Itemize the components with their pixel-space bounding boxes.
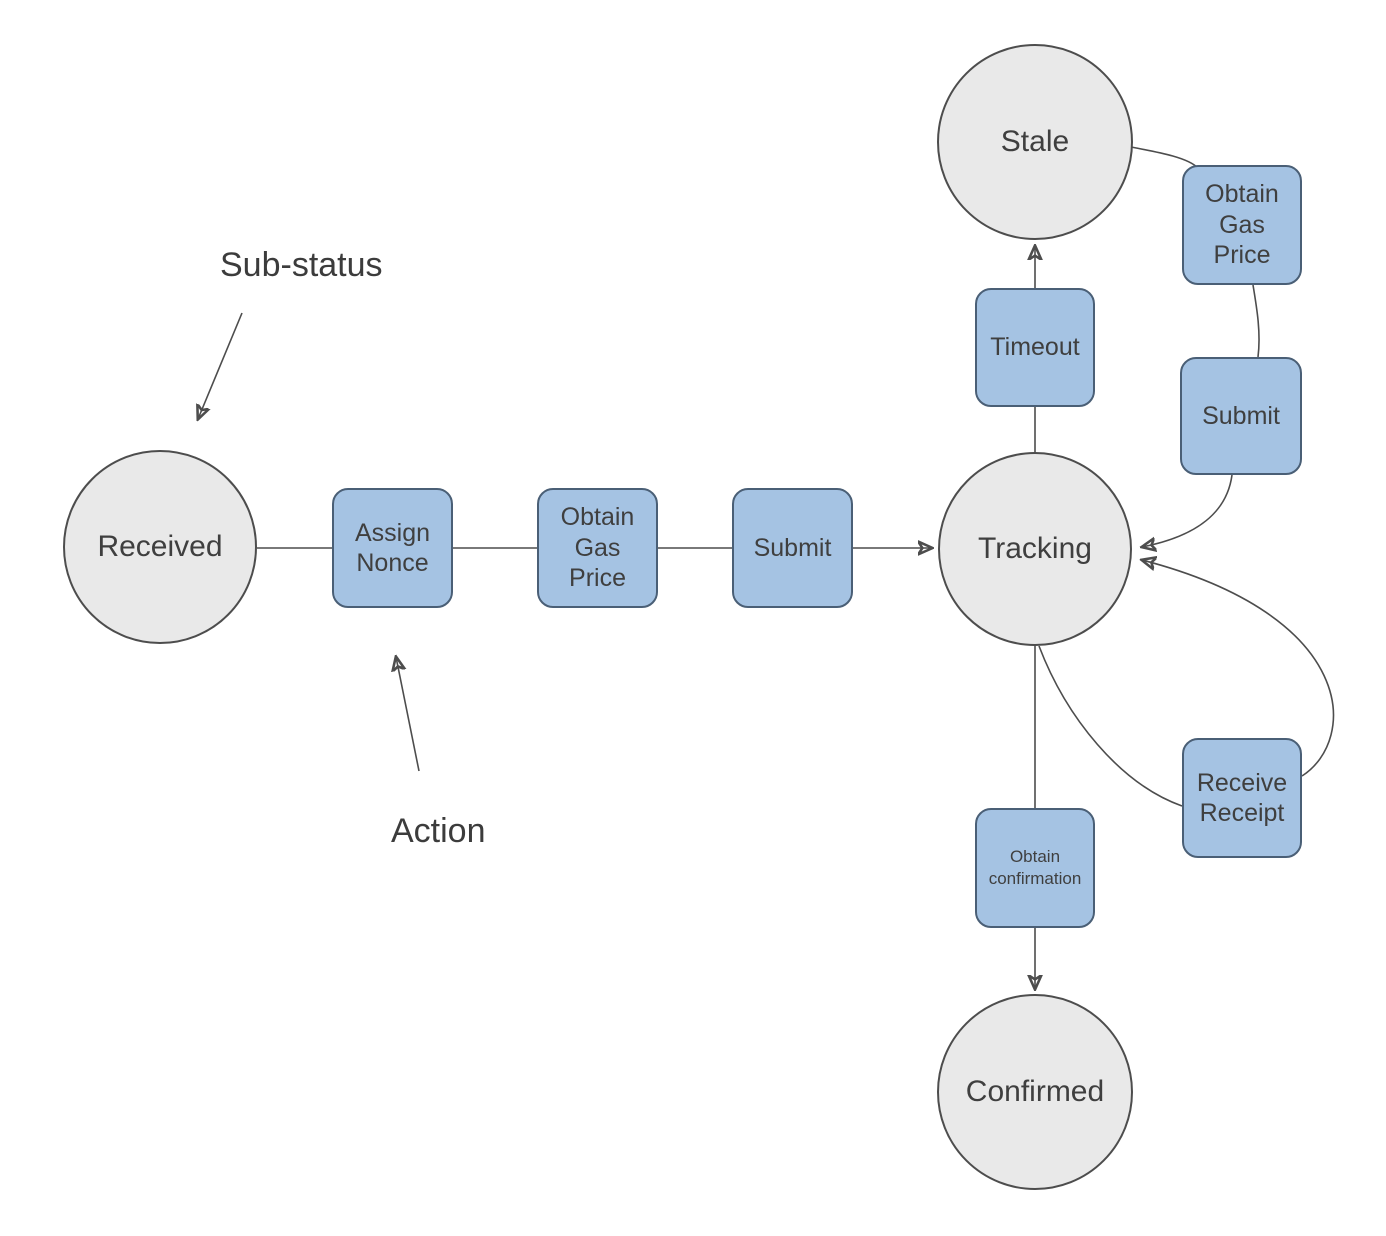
- edge-tracking-to-receive-receipt: [1038, 645, 1183, 807]
- action-obtain-gas-price-retry: Obtain Gas Price: [1182, 165, 1302, 285]
- action-receive-receipt: Receive Receipt: [1182, 738, 1302, 858]
- state-received: Received: [63, 450, 257, 644]
- edge-obtain-gas-price-retry-to-submit-retry: [1252, 284, 1260, 358]
- state-confirmed: Confirmed: [937, 994, 1133, 1190]
- action-timeout: Timeout: [975, 288, 1095, 407]
- state-tracking-label: Tracking: [978, 532, 1092, 565]
- action-assign-nonce-label: Assign Nonce: [354, 518, 431, 578]
- action-assign-nonce: Assign Nonce: [332, 488, 453, 608]
- action-submit-retry-label: Submit: [1202, 401, 1280, 430]
- state-stale: Stale: [937, 44, 1133, 240]
- state-confirmed-label: Confirmed: [965, 1075, 1105, 1108]
- edge-stale-to-obtain-gas-price-retry: [1130, 146, 1199, 169]
- state-tracking: Tracking: [938, 452, 1132, 646]
- action-obtain-confirmation: Obtain confirmation: [975, 808, 1095, 928]
- edge-receive-receipt-to-tracking: [1142, 560, 1335, 777]
- action-obtain-gas-price-label: Obtain Gas Price: [560, 503, 635, 593]
- state-received-label: Received: [97, 530, 223, 563]
- annotation-arrow-sub-status: [198, 312, 243, 419]
- action-obtain-confirmation-label: Obtain confirmation: [988, 846, 1082, 888]
- action-timeout-label: Timeout: [990, 333, 1080, 362]
- state-stale-label: Stale: [1000, 125, 1070, 158]
- action-submit: Submit: [732, 488, 853, 608]
- action-submit-label: Submit: [753, 533, 832, 562]
- annotation-action-label: Action: [391, 812, 486, 850]
- edge-submit-retry-to-tracking: [1142, 474, 1233, 547]
- action-obtain-gas-price-retry-label: Obtain Gas Price: [1205, 180, 1279, 270]
- action-obtain-gas-price: Obtain Gas Price: [537, 488, 658, 608]
- action-receive-receipt-label: Receive Receipt: [1196, 768, 1288, 828]
- annotation-sub-status-label: Sub-status: [220, 246, 383, 284]
- action-submit-retry: Submit: [1180, 357, 1302, 475]
- annotation-arrow-action: [396, 657, 420, 772]
